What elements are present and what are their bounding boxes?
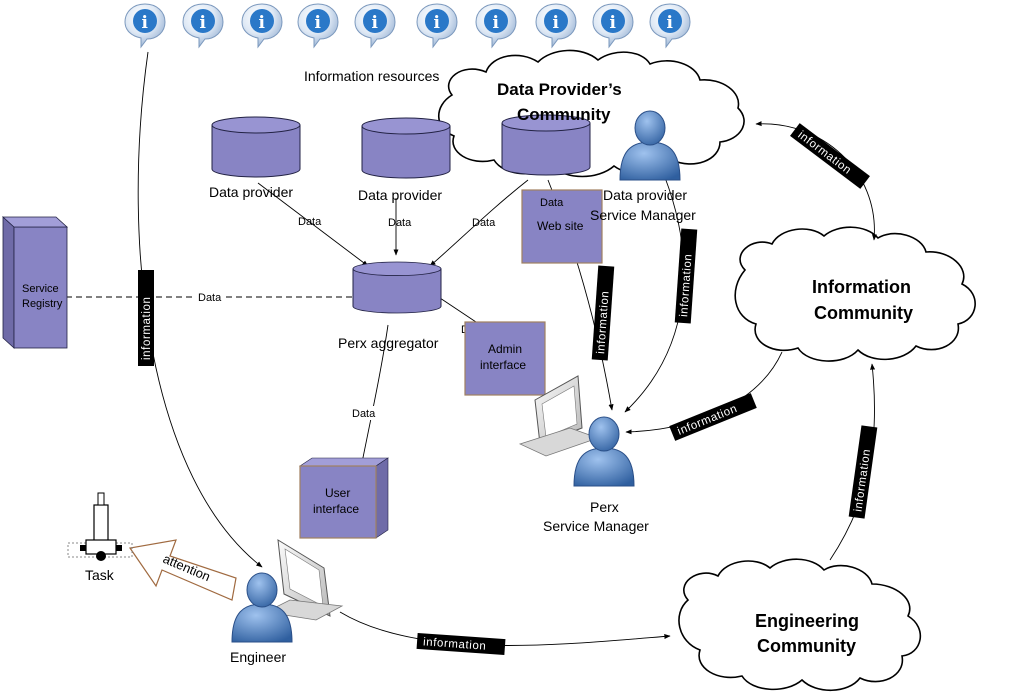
svg-text:information: information (678, 253, 694, 317)
data-label: Data (472, 217, 496, 229)
perx-aggregator-db (352, 261, 442, 314)
engineering-community-title: Engineering (755, 611, 859, 631)
data-providers-community-title: Data Provider’s (497, 80, 622, 99)
info-glyph: i (259, 13, 266, 33)
information-tag: information (848, 425, 878, 519)
info-glyph: i (315, 13, 322, 33)
svg-text:information: information (595, 290, 611, 354)
information-tag: information (669, 393, 757, 441)
data-label: Data (540, 197, 564, 209)
service-registry-server: Service Registry (1, 216, 69, 349)
engineering-community-cloud (678, 558, 922, 691)
info-glyph: i (553, 13, 560, 33)
information-community-title: Information (812, 277, 911, 297)
perx-manager-computer (518, 375, 600, 457)
data-label: Data (388, 217, 412, 229)
information-resources-label: Information resources (304, 68, 439, 84)
data-provider-manager-label: Data provider (603, 187, 687, 203)
engineering-community-title: Community (757, 636, 856, 656)
info-glyph: i (372, 13, 379, 33)
information-tag: information (674, 228, 698, 324)
admin-interface-label: interface (480, 358, 526, 372)
service-registry-label: Service (22, 283, 59, 295)
data-provider-db-2 (361, 117, 451, 179)
perx-aggregator-label: Perx aggregator (338, 335, 439, 351)
data-label: Data (198, 292, 222, 304)
svg-text:information: information (141, 297, 153, 361)
engineer-label: Engineer (230, 649, 286, 665)
information-tag: information (790, 123, 870, 189)
svg-text:information: information (795, 129, 853, 177)
data-provider-db-3 (501, 114, 591, 176)
data-provider-db-1 (211, 116, 301, 178)
admin-interface-box: Admin interface (464, 321, 546, 396)
information-tag: information (138, 270, 154, 366)
perx-manager-label: Service Manager (543, 518, 649, 534)
service-registry-label: Registry (22, 298, 63, 310)
task-icon (67, 492, 133, 561)
svg-text:information: information (423, 636, 487, 652)
data-label: Data (298, 216, 322, 228)
task-label: Task (85, 567, 115, 583)
information-tag: information (591, 265, 615, 361)
user-interface-label: User (325, 486, 350, 500)
data-provider-label: Data provider (358, 187, 442, 203)
user-interface-box: User interface (299, 457, 389, 539)
web-site-box: Web site Data (521, 189, 603, 264)
info-glyph: i (200, 13, 207, 33)
user-interface-label: interface (313, 502, 359, 516)
data-providers-community-title: Community (517, 105, 611, 124)
admin-interface-label: Admin (488, 342, 522, 356)
attention-arrow: attention (128, 539, 237, 601)
info-glyph: i (434, 13, 441, 33)
web-site-label: Web site (537, 219, 584, 233)
information-community-title: Community (814, 303, 913, 323)
info-glyph: i (610, 13, 617, 33)
info-glyph: i (493, 13, 500, 33)
info-glyph: i (667, 13, 674, 33)
data-label: Data (352, 408, 376, 420)
perx-manager-label: Perx (590, 499, 619, 515)
data-provider-label: Data provider (209, 184, 293, 200)
information-tag: information (416, 632, 506, 656)
perx-manager-person (573, 416, 635, 487)
data-provider-manager-label: Service Manager (590, 207, 696, 223)
engineer-computer (264, 539, 344, 621)
info-glyph: i (142, 13, 149, 33)
